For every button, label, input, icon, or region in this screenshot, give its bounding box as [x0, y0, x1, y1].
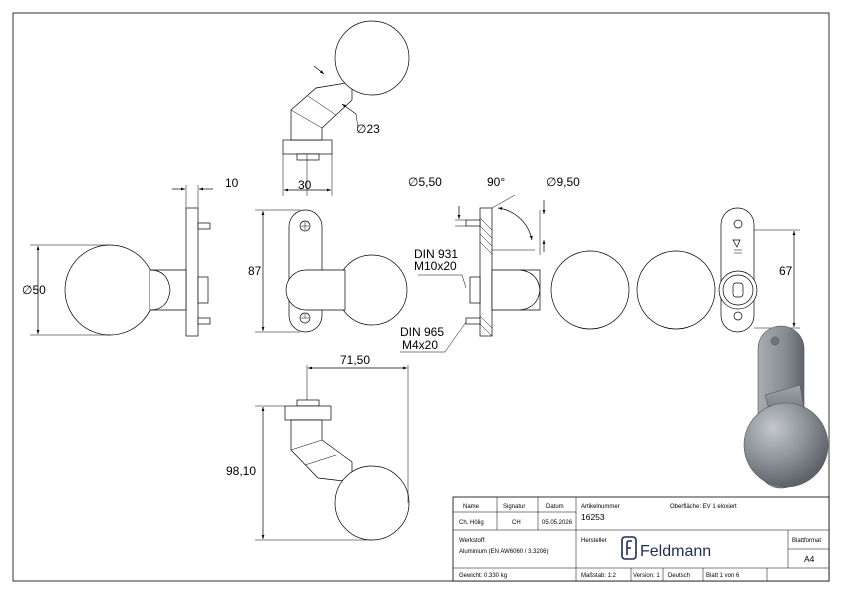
dim-front-height: 87 — [248, 264, 262, 278]
feldmann-logo: Feldmann — [621, 536, 711, 560]
title-blattformat-value: A4 — [804, 554, 815, 564]
title-werkstoff-label: Werkstoff: — [459, 538, 486, 544]
note-din931-line2: M10x20 — [414, 259, 457, 273]
title-header-name: Name — [463, 504, 480, 510]
side-view — [30, 185, 213, 337]
dim-top-dia: ∅23 — [356, 122, 380, 136]
title-gewicht: Gewicht: 0.330 kg — [459, 573, 507, 579]
title-name-value: Ch. Hölig — [459, 520, 484, 526]
dim-bottom-width: 71,50 — [340, 353, 370, 367]
title-artikel-value: 16253 — [581, 512, 605, 522]
note-din931-line1: DIN 931 — [414, 247, 458, 261]
dim-section-dia-small: ∅5,50 — [408, 175, 442, 189]
section-view — [400, 194, 630, 353]
title-header-signatur: Signatur — [503, 504, 525, 510]
title-header-datum: Datum — [546, 504, 564, 510]
brand-name: Feldmann — [640, 543, 711, 560]
note-din965-line1: DIN 965 — [400, 325, 444, 339]
title-oberflaeche: Oberfläche: EV 1 eloxiert — [670, 504, 737, 510]
drawing-frame — [12, 12, 830, 582]
title-hersteller-label: Hersteller — [581, 538, 607, 544]
dim-back-height: 67 — [779, 264, 793, 278]
title-sprache: Deutsch — [668, 573, 690, 579]
dim-side-plate: 10 — [225, 176, 239, 190]
bottom-view — [255, 365, 410, 541]
dim-bottom-height: 98,10 — [226, 464, 256, 478]
title-version: Version: 1 — [633, 573, 660, 579]
title-datum-value: 05.05.2026 — [542, 520, 573, 526]
dim-section-angle: 90° — [487, 175, 505, 189]
handle-3d-render-image — [743, 325, 829, 489]
dim-top-width: 30 — [298, 178, 312, 192]
back-view — [636, 207, 800, 333]
title-massstab: Maßstab: 1:2 — [581, 573, 617, 579]
top-view — [282, 20, 410, 196]
dim-side-dia: ∅50 — [22, 283, 46, 297]
title-blatt: Blatt 1 von 6 — [706, 573, 740, 579]
title-blattformat-label: Blattformat — [792, 538, 821, 544]
dim-section-dia-large: ∅9,50 — [546, 175, 580, 189]
title-block — [452, 496, 830, 582]
title-signatur-value: CH — [512, 520, 521, 526]
note-din965-line2: M4x20 — [402, 338, 438, 352]
front-view — [255, 209, 408, 333]
title-artikel-label: Artikelnummer — [581, 504, 620, 510]
title-werkstoff-value: Aluminium (EN AW6060 / 3.3206) — [459, 549, 548, 555]
